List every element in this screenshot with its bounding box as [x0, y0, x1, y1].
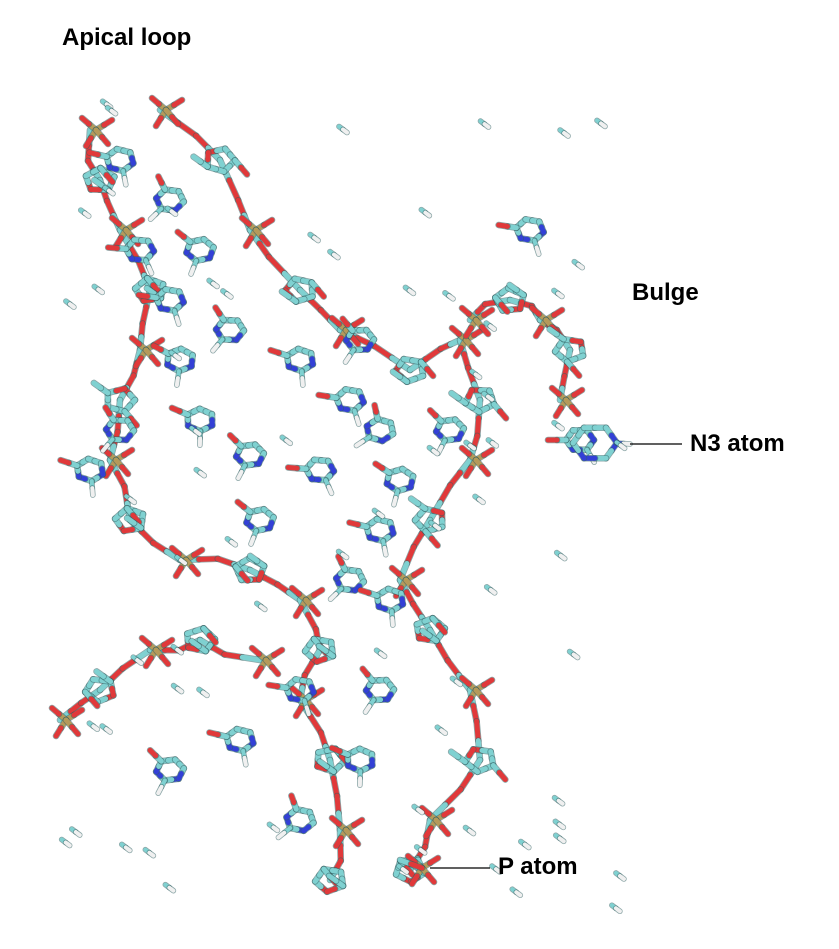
bulge-label: Bulge	[632, 279, 699, 306]
apical-loop-label: Apical loop	[62, 24, 192, 51]
n3-atom-label: N3 atom	[690, 430, 785, 457]
rna-stick-model	[48, 94, 633, 915]
p-atom-label: P atom	[498, 853, 578, 880]
